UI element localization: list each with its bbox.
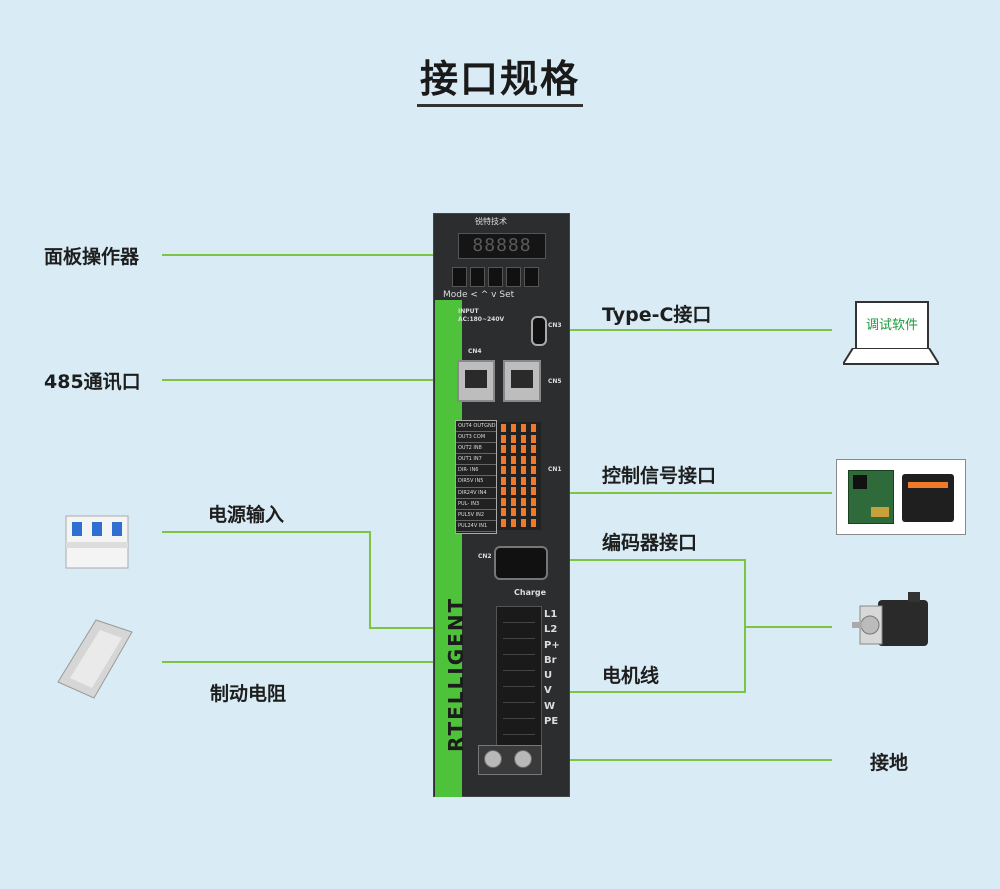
cn4-label: CN4 [468,348,482,355]
drive-brand-text: RTELLIGENT [444,596,468,752]
typec-port[interactable] [531,316,547,346]
panel-key-down[interactable] [506,267,521,287]
cn1-pin [521,455,526,464]
cn1-pin [501,445,506,453]
panel-key-set[interactable] [524,267,539,287]
cn1-pin [511,445,516,453]
cn1-pin [521,487,526,495]
cn1-pin [501,434,506,443]
cn1-pin [511,497,516,506]
cn1-pin [501,487,506,495]
cn1-pin [531,518,536,527]
encoder-port[interactable] [494,546,548,580]
cn1-label: CN1 [548,466,562,473]
cn1-pin [521,476,526,485]
circuit-breaker-icon [65,515,129,569]
charge-label: Charge [514,588,547,597]
pcb-card-icon [848,470,894,524]
label-power-input: 电源输入 [208,504,285,526]
cn1-pin [521,508,526,516]
cn1-pin [511,455,516,464]
cn1-pin [521,497,526,506]
cn1-pin [501,508,506,516]
cn1-pin [511,434,516,443]
label-panel: 面板操作器 [44,246,140,268]
label-rs485: 485通讯口 [44,371,141,393]
servo-motor-icon [852,592,928,646]
cn1-pin [531,497,536,506]
rj45-port-1[interactable] [457,360,495,402]
input-range: AC:180~240V [458,316,505,323]
cn1-terminal-block[interactable] [497,422,541,530]
cn1-pin [521,445,526,453]
brake-resistor-icon [57,619,133,699]
power-terminal-block[interactable] [496,606,542,746]
laptop-icon: 调试软件 [855,301,929,351]
label-typec: Type-C接口 [602,304,712,326]
rj45-port-2[interactable] [503,360,541,402]
cn1-pin [521,466,526,474]
cn1-pin [531,424,536,432]
label-control-signal: 控制信号接口 [602,465,717,487]
cn1-pin [511,518,516,527]
panel-display: 88888 [458,233,546,259]
cn1-pin [511,476,516,485]
cn1-pin [531,445,536,453]
cn1-pin [501,455,506,464]
cn1-pin [521,518,526,527]
title-underline [417,104,583,107]
drive-logo: 锐特技术 [475,217,507,226]
panel-key-mode[interactable] [452,267,467,287]
cn2-label: CN2 [478,553,492,560]
cn1-pin [531,508,536,516]
cn1-pin [521,434,526,443]
label-ground: 接地 [870,752,909,774]
cn1-pin [531,455,536,464]
cn3-label: CN3 [548,322,562,329]
cn1-pin [531,476,536,485]
ground-screw-2 [514,750,532,768]
cn1-pin [531,434,536,443]
panel-key-up[interactable] [488,267,503,287]
cn1-pin [521,424,526,432]
cn1-pin [531,487,536,495]
label-brake-resistor: 制动电阻 [210,683,287,705]
cn1-pin [501,518,506,527]
label-motor-cable: 电机线 [602,665,660,687]
panel-key-labels: Mode < ^ v Set [443,290,515,300]
cn1-pin [501,476,506,485]
input-label: INPUT [458,308,479,315]
cn5-label: CN5 [548,378,562,385]
cn1-pin [531,466,536,474]
cn1-pin [511,487,516,495]
cn1-pin [511,424,516,432]
panel-key-left[interactable] [470,267,485,287]
laptop-base-icon [843,348,939,365]
cn1-pin [511,508,516,516]
page-title: 接口规格 [419,57,580,101]
ground-screw-1 [484,750,502,768]
cn1-pin [501,424,506,432]
cn1-pin [511,466,516,474]
label-encoder: 编码器接口 [602,532,698,554]
plc-icon [902,474,954,522]
cn1-pin [501,497,506,506]
cn1-pin [501,466,506,474]
